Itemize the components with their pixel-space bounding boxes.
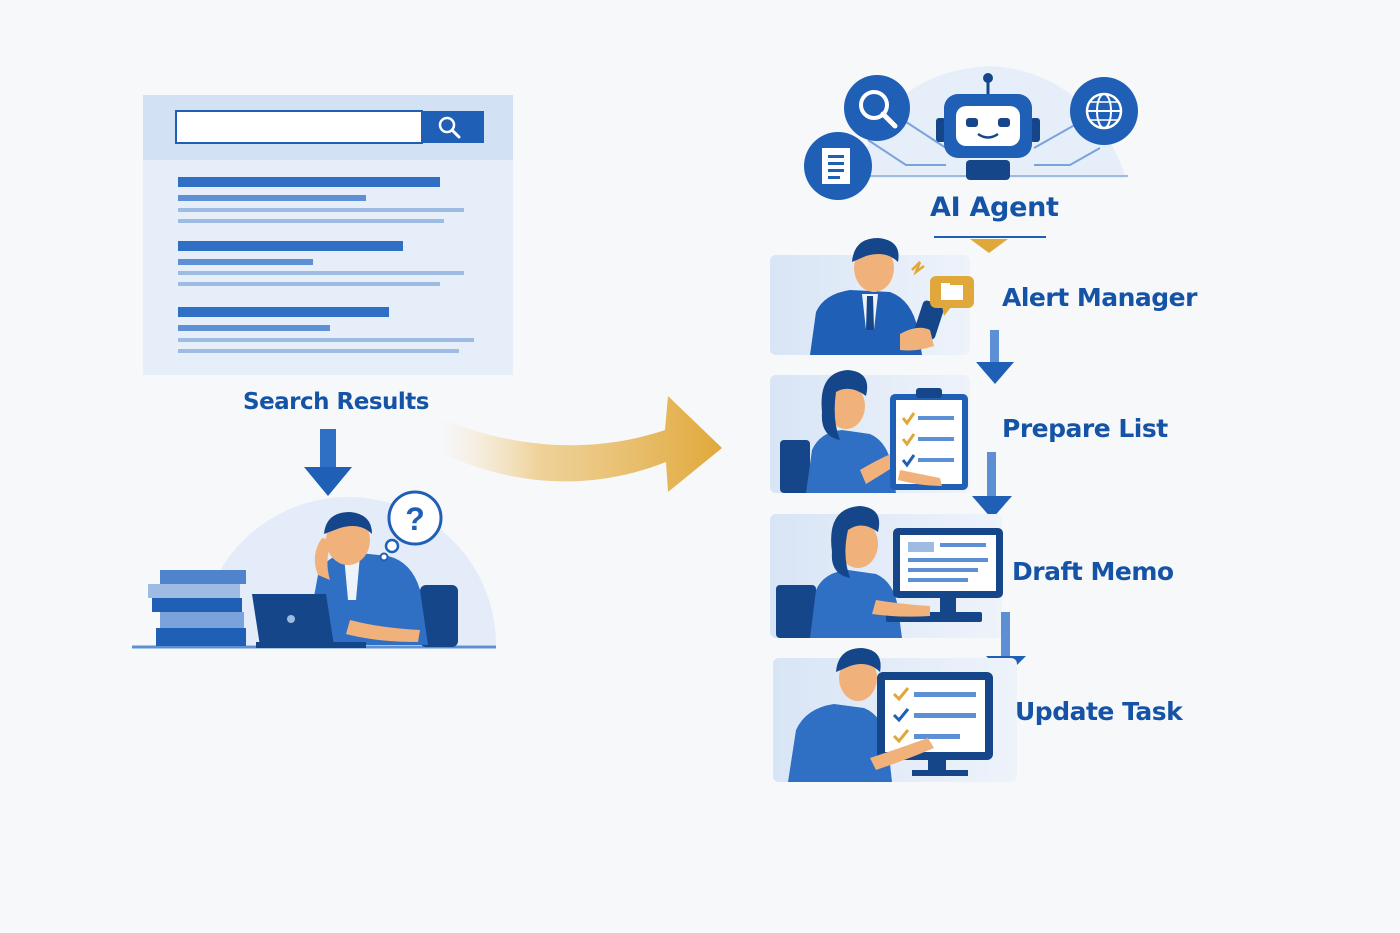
globe-icon <box>1070 77 1138 145</box>
monitor-checklist-icon <box>877 672 993 776</box>
search-icon <box>438 116 461 139</box>
svg-text:?: ? <box>405 501 425 537</box>
document-icon <box>804 132 872 200</box>
chevron-down-icon <box>970 239 1008 253</box>
ai-agent-label: AI Agent <box>930 192 1059 223</box>
robot-icon <box>936 73 1040 180</box>
book-stack-icon <box>148 570 246 646</box>
step-label-prepare-list: Prepare List <box>1002 414 1168 443</box>
step-draft-memo-illustration <box>770 506 1003 638</box>
step-arrow-icon <box>976 330 1014 384</box>
step-label-draft-memo: Draft Memo <box>1012 557 1174 586</box>
search-results-window <box>143 95 513 375</box>
result-lines <box>178 177 474 353</box>
step-update-task-illustration <box>773 648 1017 782</box>
search-input[interactable] <box>175 110 423 144</box>
question-icon: ? <box>379 490 443 562</box>
overwhelmed-person-illustration: ? <box>132 490 496 649</box>
step-label-alert-manager: Alert Manager <box>1002 283 1197 312</box>
step-label-update-task: Update Task <box>1015 697 1183 726</box>
clipboard-checklist-icon <box>890 388 968 490</box>
magnifier-icon <box>844 75 910 141</box>
search-button[interactable] <box>422 111 484 143</box>
step-arrow-icon <box>972 452 1012 519</box>
transition-arrow-icon <box>440 396 722 492</box>
down-arrow-icon <box>304 429 352 496</box>
ai-agent-hub <box>804 66 1138 200</box>
step-alert-manager-illustration <box>770 238 974 355</box>
alert-folder-icon <box>930 276 974 316</box>
step-prepare-list-illustration <box>770 370 970 493</box>
monitor-icon <box>893 528 1003 612</box>
search-results-label: Search Results <box>243 389 429 415</box>
